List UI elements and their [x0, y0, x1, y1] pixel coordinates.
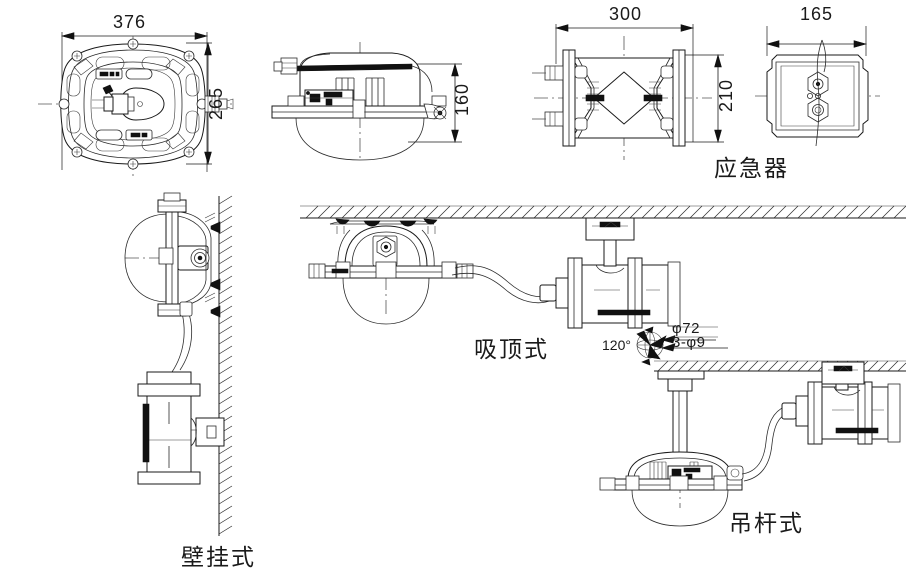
view-pendant-mounted [599, 360, 906, 527]
flange-bolts [58, 38, 208, 170]
dim-text-265: 265 [206, 87, 226, 120]
flexible-conduit-pendant [741, 405, 791, 482]
pendant-lamp-housing [599, 451, 744, 527]
wall-anchors [204, 212, 221, 318]
label-bolt-circle: φ72 [672, 320, 700, 337]
annotation-mounting-holes: 120° φ72 3-φ9 [602, 320, 728, 366]
dimension-210 [680, 53, 724, 144]
view-emergency-end [755, 26, 880, 147]
rotation-symbol [636, 326, 667, 366]
label-pendant-mounted: 吊杆式 [729, 511, 804, 537]
label-ceiling-mounted: 吸顶式 [474, 337, 549, 363]
emergency-unit-pendant [781, 361, 901, 445]
through-wire [815, 39, 823, 147]
wall-lamp-assembly [124, 192, 212, 317]
pendant-rod [653, 370, 707, 466]
diamond-marking [593, 71, 655, 125]
cable-gland-right [204, 95, 234, 113]
dim-text-210: 210 [716, 79, 736, 112]
end-flanges [562, 49, 686, 147]
label-hole-pattern: 3-φ9 [672, 334, 705, 351]
dimension-165 [765, 26, 868, 56]
dim-text-160: 160 [452, 83, 472, 116]
ceiling-dome [342, 277, 430, 325]
ceiling-lamp-housing [337, 225, 435, 269]
view-side-section [271, 42, 462, 162]
ceiling-surface [300, 205, 906, 219]
pin-left [585, 94, 605, 102]
flange-ribs [66, 56, 200, 152]
dim-text-300: 300 [609, 4, 642, 24]
center-holes [807, 93, 822, 100]
mounting-lugs [574, 65, 674, 131]
dimension-300 [554, 24, 695, 142]
label-swivel-angle: 120° [602, 337, 631, 353]
dim-text-376: 376 [113, 12, 146, 32]
pin-right [643, 94, 663, 102]
flexible-conduit-wall [171, 301, 193, 373]
glass-dome [295, 117, 425, 161]
view-emergency-front [532, 24, 724, 160]
wall-surface [218, 195, 233, 536]
nameplates [95, 68, 153, 141]
label-wall-mounted: 壁挂式 [181, 545, 256, 571]
cable-glands-left [532, 65, 564, 127]
latch-right [364, 103, 447, 120]
lamp-bulb-assembly [92, 84, 165, 121]
emergency-unit-ceiling [539, 217, 681, 329]
internal-mechanism [304, 89, 354, 107]
view-ceiling-mounted [300, 205, 906, 329]
label-emergency-device: 应急器 [714, 156, 789, 182]
dim-text-165: 165 [800, 4, 833, 24]
pendant-ceiling-surface [654, 360, 906, 372]
ceiling-mount-rail [329, 218, 438, 234]
ceiling-flange-bar [308, 261, 474, 279]
junction-box-wall [137, 371, 225, 485]
view-front-elevation [38, 32, 234, 176]
view-wall-mounted [124, 192, 233, 536]
